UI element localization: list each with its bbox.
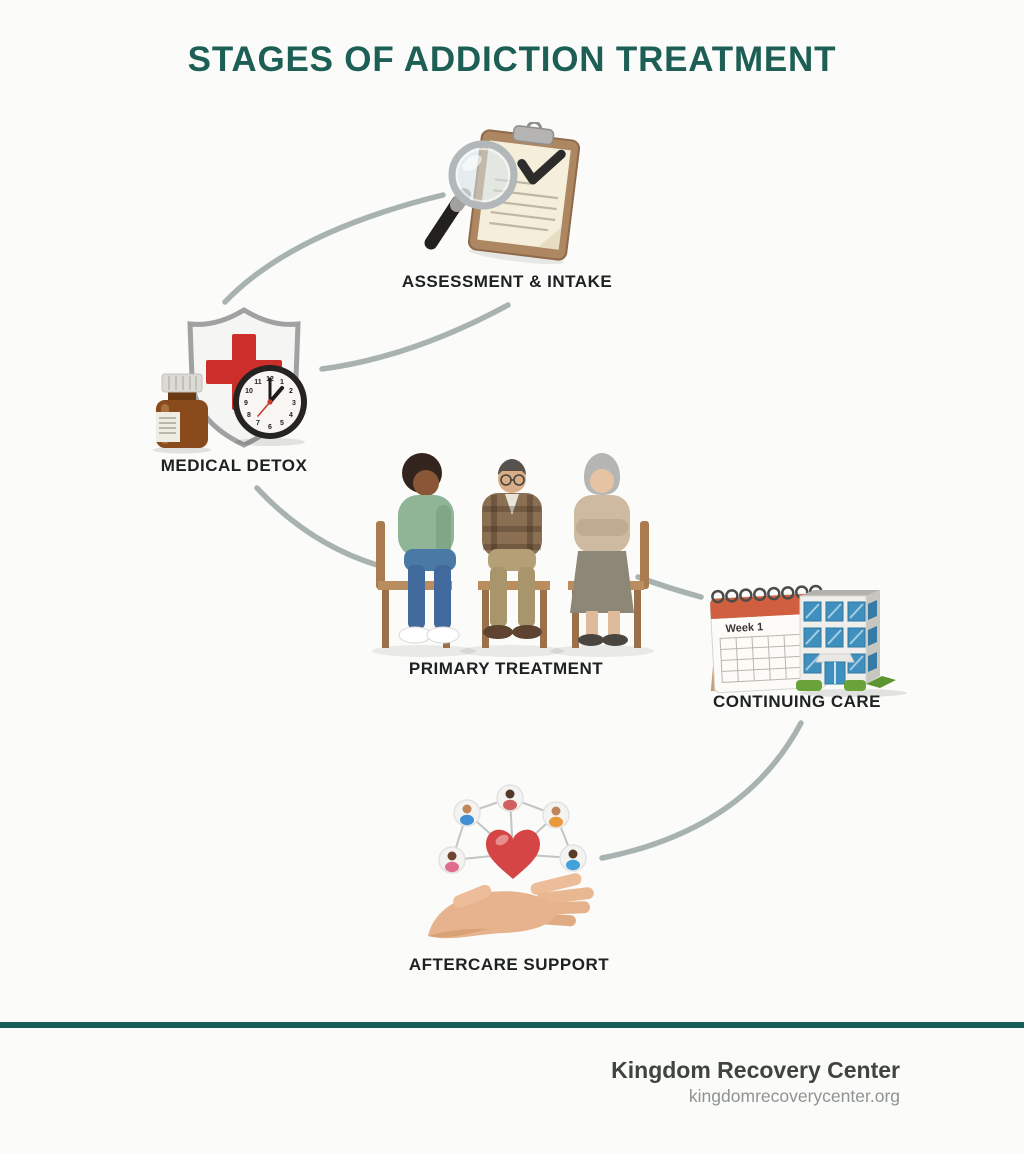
svg-text:9: 9 <box>244 400 248 407</box>
avatar <box>453 799 481 827</box>
avatar <box>496 784 524 812</box>
connector-5-icon <box>599 720 804 861</box>
svg-text:6: 6 <box>268 424 272 431</box>
stage-primary-treatment <box>362 443 662 661</box>
magnifier-icon <box>424 140 518 250</box>
svg-text:8: 8 <box>247 412 251 419</box>
stage-aftercare-support <box>418 778 618 950</box>
label-continuing-care: CONTINUING CARE <box>712 692 882 711</box>
svg-text:10: 10 <box>245 388 253 395</box>
svg-text:5: 5 <box>280 420 284 427</box>
svg-text:4: 4 <box>289 412 293 419</box>
footer-divider <box>0 1022 1024 1028</box>
magnifier-clipboard-icon <box>424 120 581 265</box>
stage-continuing-care: Week 1 <box>698 556 913 698</box>
label-assessment-intake: ASSESSMENT & INTAKE <box>401 272 613 291</box>
connector-1-icon <box>222 192 446 305</box>
brand-name: Kingdom Recovery Center <box>611 1057 900 1083</box>
person-man-icon <box>482 459 542 639</box>
connector-3-icon <box>254 485 380 568</box>
building-icon <box>796 590 907 697</box>
open-hand-icon <box>428 873 594 939</box>
calendar-week-label: Week 1 <box>725 621 763 635</box>
avatar <box>438 846 466 874</box>
page-title: STAGES OF ADDICTION TREATMENT <box>187 40 837 79</box>
connector-2-icon <box>319 302 511 372</box>
website-url: kingdomrecoverycenter.org <box>688 1085 900 1106</box>
hand-heart-network-icon <box>428 784 594 939</box>
heart-icon <box>486 829 540 879</box>
label-primary-treatment: PRIMARY TREATMENT <box>408 659 604 678</box>
pill-bottle-icon <box>153 373 211 454</box>
label-aftercare-support: AFTERCARE SUPPORT <box>408 955 610 974</box>
group-therapy-icon <box>372 453 654 657</box>
svg-text:7: 7 <box>256 420 260 427</box>
svg-text:2: 2 <box>289 388 293 395</box>
avatar-group-icon <box>438 784 587 874</box>
svg-text:3: 3 <box>292 400 296 407</box>
calendar-icon: Week 1 <box>709 584 827 694</box>
avatar <box>542 801 570 829</box>
stage-assessment-intake <box>418 120 583 265</box>
svg-text:1: 1 <box>280 379 284 386</box>
avatar <box>559 844 587 872</box>
calendar-building-icon: Week 1 <box>709 584 907 697</box>
svg-text:11: 11 <box>254 379 262 386</box>
person-older-woman-icon <box>570 453 634 646</box>
footer: Kingdom Recovery Center kingdomrecoveryc… <box>611 1056 900 1108</box>
label-medical-detox: MEDICAL DETOX <box>160 456 308 475</box>
person-young-woman-icon <box>398 453 460 644</box>
